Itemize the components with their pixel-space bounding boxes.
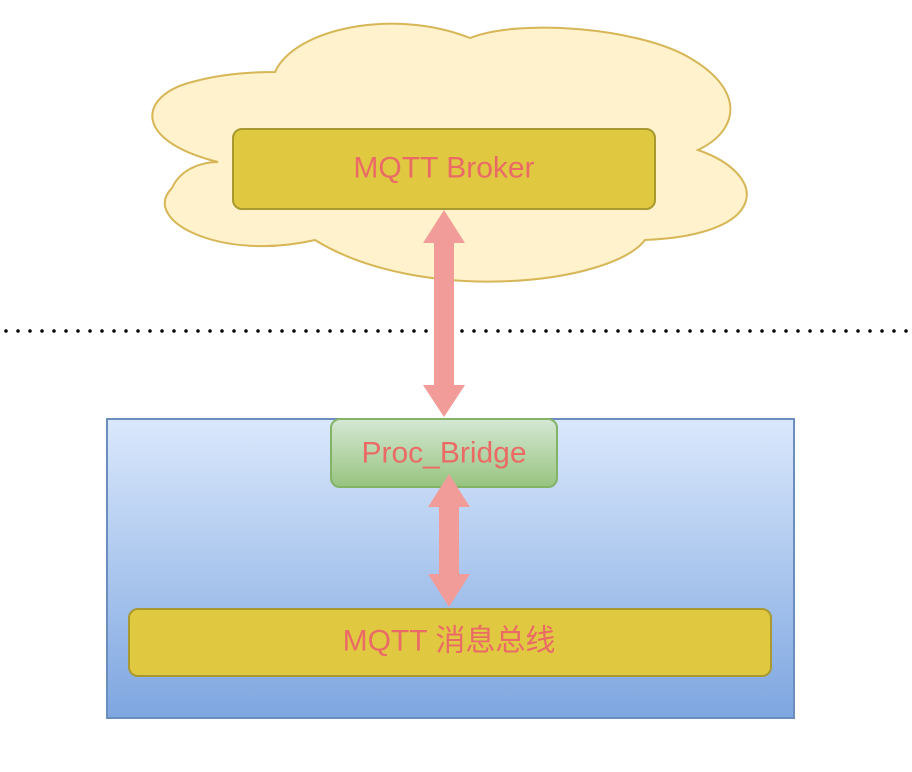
bridge-bus-double-arrow xyxy=(428,474,470,607)
proc-bridge-node[interactable]: Proc_Bridge xyxy=(330,418,558,488)
mqtt-bus-node[interactable]: MQTT 消息总线 xyxy=(128,608,772,677)
proc-bridge-label: Proc_Bridge xyxy=(361,437,526,470)
mqtt-broker-label: MQTT Broker xyxy=(353,152,534,185)
mqtt-bus-label: MQTT 消息总线 xyxy=(343,625,556,658)
mqtt-broker-box xyxy=(232,128,656,210)
broker-bridge-double-arrow xyxy=(423,210,465,417)
mqtt-broker-node[interactable]: MQTT Broker xyxy=(232,128,656,210)
mqtt-bus-box xyxy=(128,608,772,677)
